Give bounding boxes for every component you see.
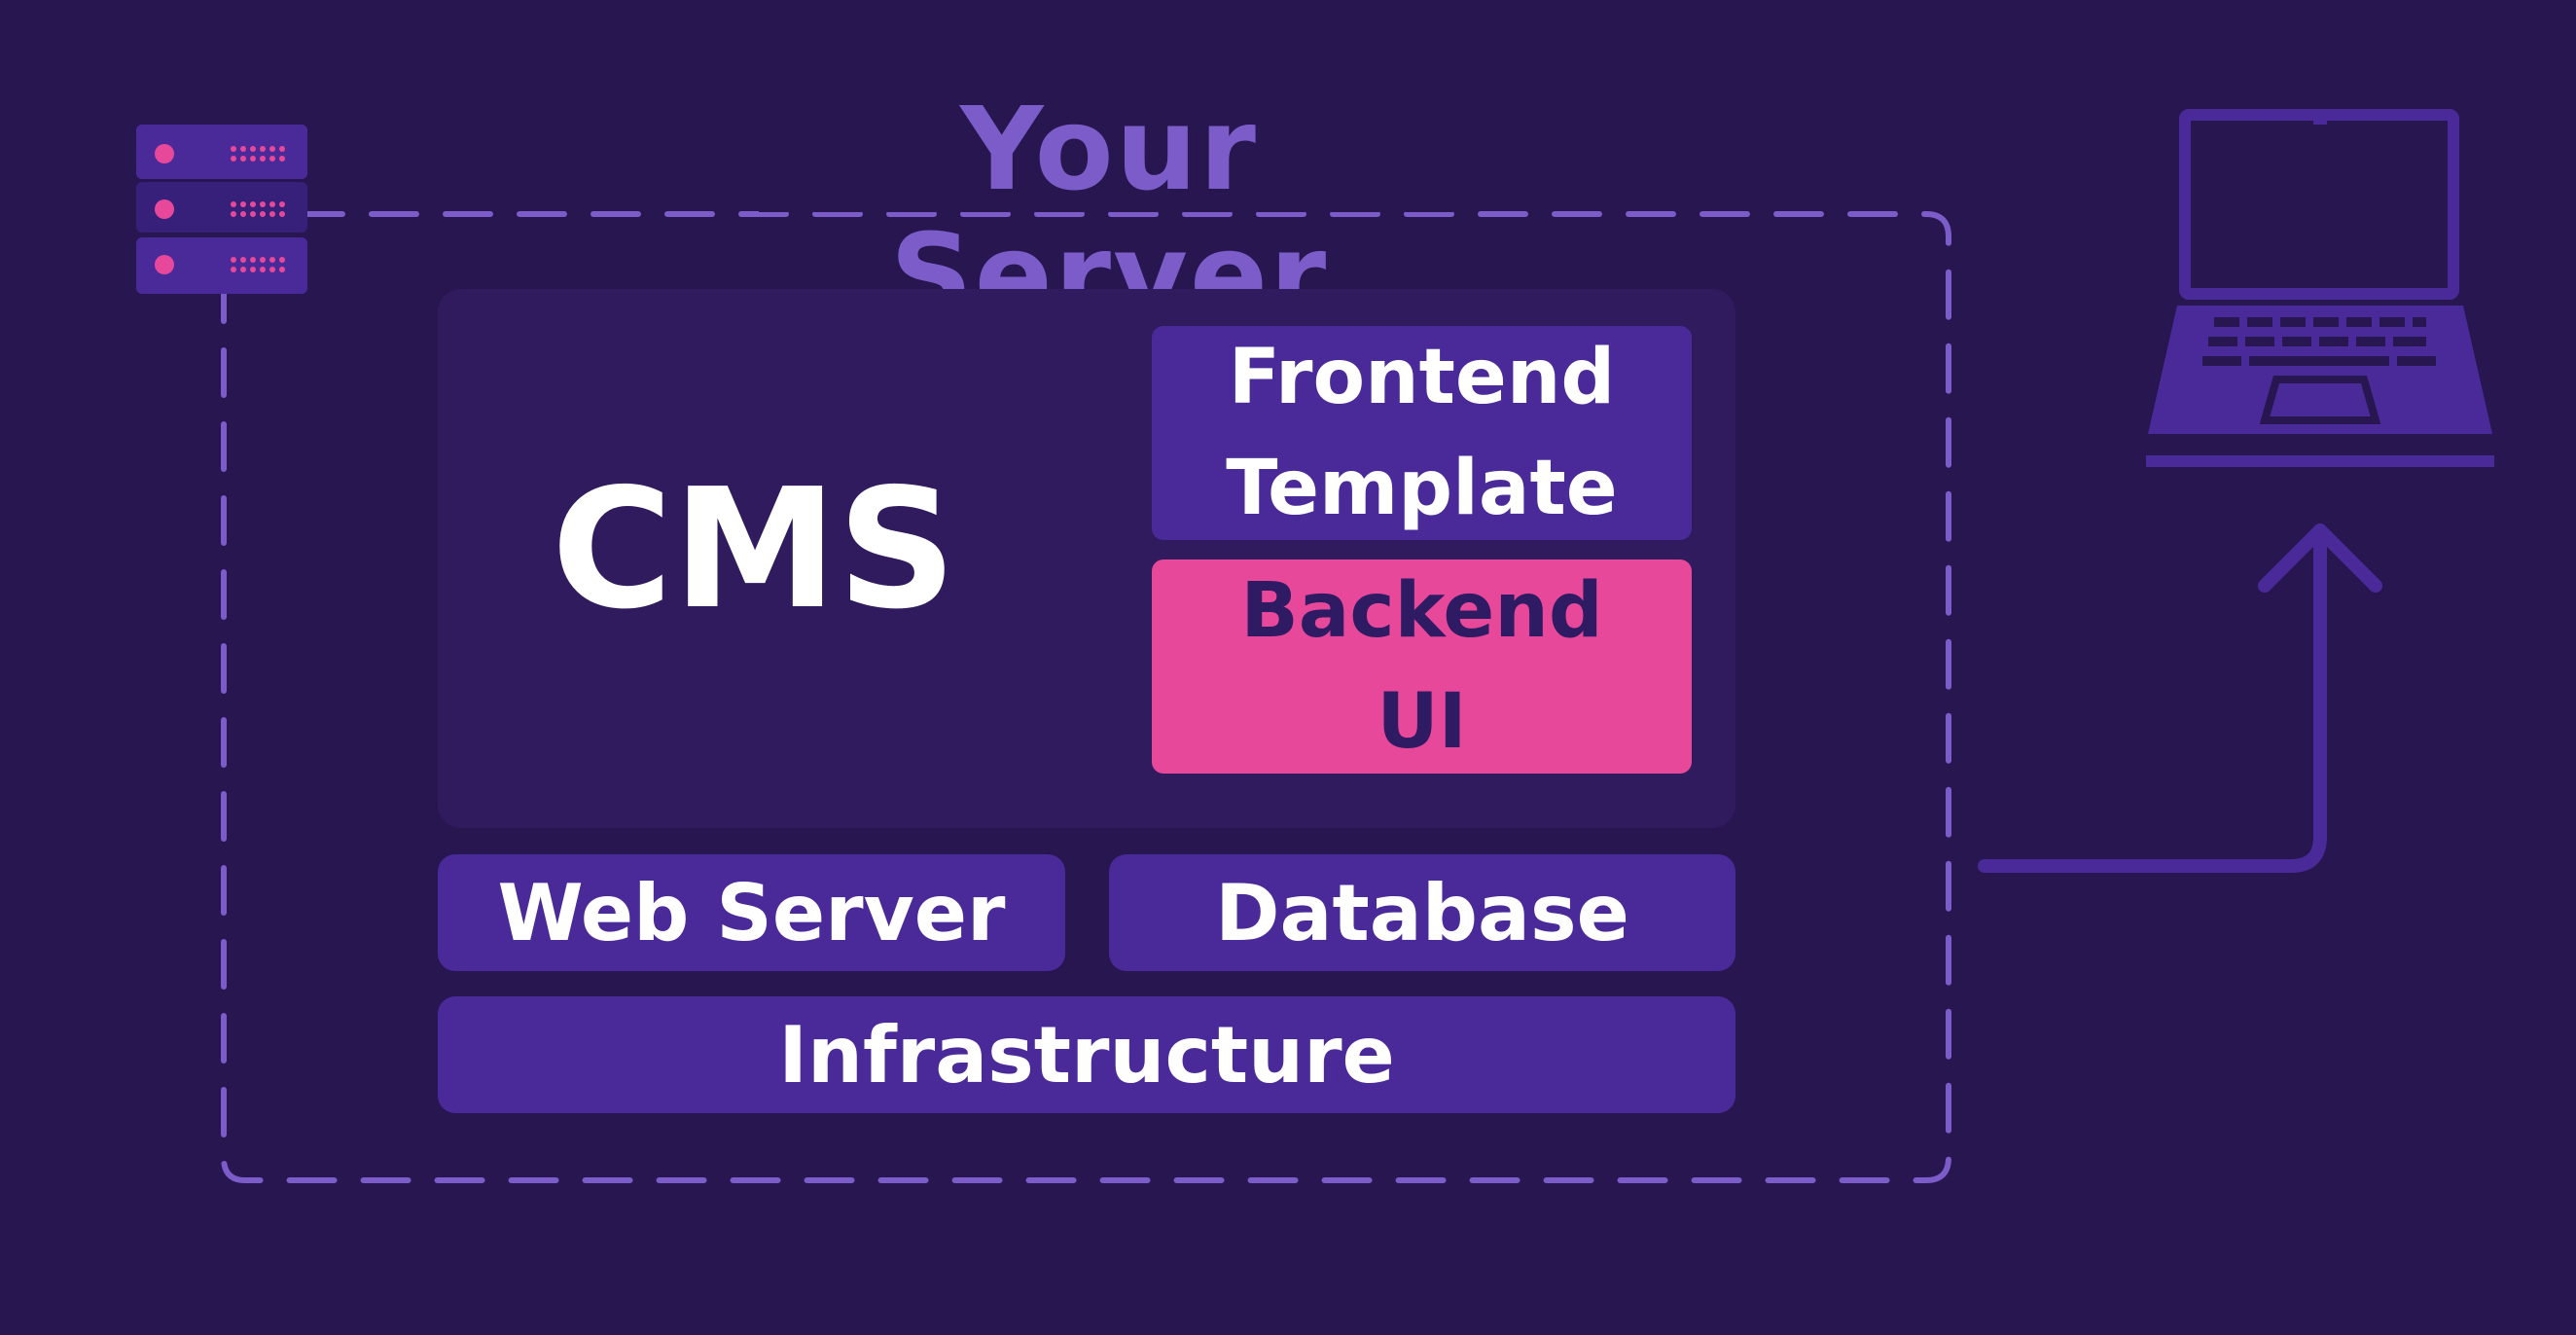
- web-server-box: Web Server: [438, 854, 1065, 971]
- backend-ui-box: Backend UI: [1152, 559, 1692, 774]
- infrastructure-box: Infrastructure: [438, 996, 1735, 1113]
- laptop-icon: [2146, 109, 2494, 467]
- cms-label: CMS: [551, 453, 957, 646]
- database-box: Database: [1109, 854, 1735, 971]
- backend-label-line2: UI: [1377, 678, 1467, 766]
- server-rack-icon: [136, 125, 307, 294]
- frontend-label-line2: Template: [1226, 445, 1618, 532]
- backend-label-line1: Backend: [1240, 567, 1603, 655]
- frontend-template-box: Frontend Template: [1152, 326, 1692, 540]
- frontend-label-line1: Frontend: [1228, 334, 1616, 421]
